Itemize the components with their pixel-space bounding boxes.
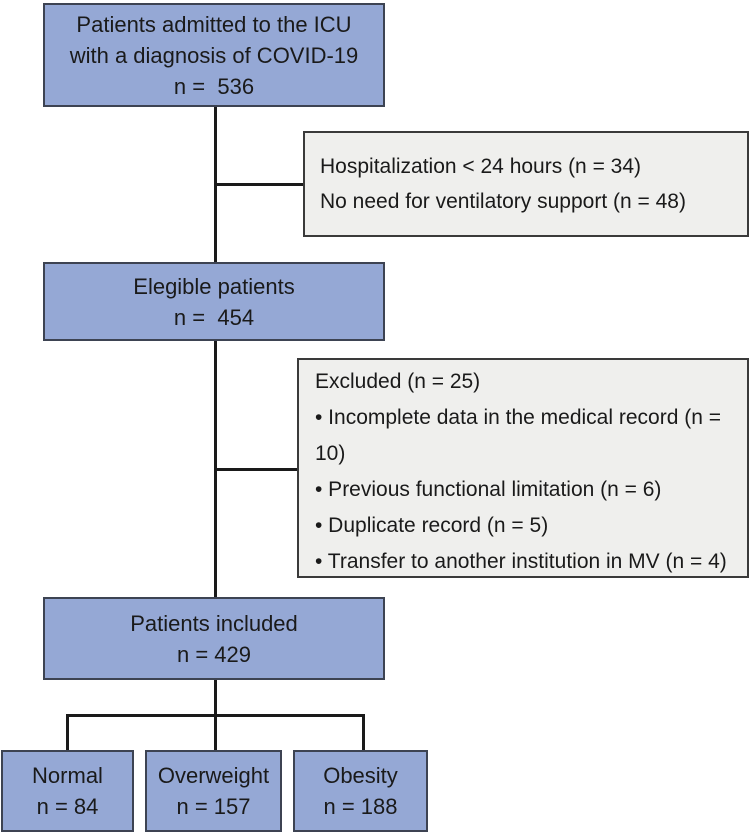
node-eligible-count: n = 454 — [173, 304, 255, 330]
node-eligible: Elegible patients n = 454 — [43, 262, 385, 341]
side-note-hospitalization-line1: Hospitalization < 24 hours (n = 34) — [320, 155, 642, 178]
side-note-excluded-bullet: • Transfer to another institution in MV … — [315, 550, 727, 573]
node-group-obesity: Obesity n = 188 — [293, 750, 428, 832]
side-note-hospitalization: Hospitalization < 24 hours (n = 34) No n… — [303, 131, 749, 237]
side-note-hospitalization-line2: No need for ventilatory support (n = 48) — [320, 190, 686, 213]
node-admitted-line1: Patients admitted to the ICU — [76, 11, 352, 37]
node-admitted-line2: with a diagnosis of COVID-19 — [69, 42, 359, 68]
connector-branch-hospitalization — [214, 183, 304, 186]
node-included-label: Patients included — [130, 610, 298, 636]
node-group-overweight-count: n = 157 — [176, 794, 251, 819]
side-note-excluded: Excluded (n = 25) • Incomplete data in t… — [297, 358, 749, 578]
node-admitted: Patients admitted to the ICU with a diag… — [43, 3, 385, 107]
connector-drop-overweight — [214, 714, 217, 752]
side-note-excluded-header: Excluded (n = 25) — [315, 370, 481, 393]
node-group-overweight-label: Overweight — [157, 763, 270, 788]
node-group-obesity-label: Obesity — [323, 763, 398, 788]
node-eligible-label: Elegible patients — [133, 273, 295, 299]
connector-included-down — [214, 679, 217, 717]
side-note-excluded-bullet: • Incomplete data in the medical record … — [315, 406, 721, 465]
side-note-excluded-bullet: • Previous functional limitation (n = 6) — [315, 478, 662, 501]
connector-branch-excluded — [214, 468, 298, 471]
node-group-normal: Normal n = 84 — [1, 750, 134, 832]
node-group-obesity-count: n = 188 — [323, 794, 398, 819]
connector-drop-obesity — [362, 714, 365, 752]
node-included: Patients included n = 429 — [43, 597, 385, 680]
side-note-excluded-bullet: • Duplicate record (n = 5) — [315, 514, 549, 537]
node-group-normal-count: n = 84 — [36, 794, 99, 819]
node-admitted-count: n = 536 — [173, 73, 255, 99]
connector-drop-normal — [66, 714, 69, 752]
node-group-overweight: Overweight n = 157 — [145, 750, 282, 832]
node-included-count: n = 429 — [176, 641, 251, 667]
node-group-normal-label: Normal — [32, 763, 103, 788]
